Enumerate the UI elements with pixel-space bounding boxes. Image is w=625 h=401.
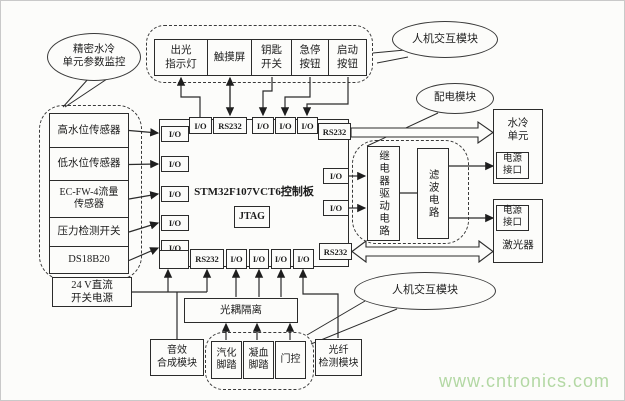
pedal-group: [205, 332, 314, 390]
monitor-callout-label: 精密水冷 单元参数监控: [62, 44, 126, 68]
filter-circuit-box: 滤波电路: [417, 148, 449, 239]
hmi-top-callout: 人机交互模块: [392, 21, 498, 58]
io-port-top-3: I/O: [275, 117, 296, 134]
start-button-box: 启动 按钮: [328, 39, 367, 76]
estop-button-box: 急停 按钮: [291, 39, 329, 76]
coag-pedal-box: 凝血 脚踏: [243, 341, 274, 379]
watermark-text: www.cntronics.com: [438, 371, 610, 391]
rs232-port-bottom: RS232: [190, 249, 224, 269]
pressure-switch-box: 压力检测开关: [49, 217, 129, 247]
io-port-bottom-3: I/O: [271, 249, 291, 269]
hmi-top-callout-label: 人机交互模块: [412, 32, 478, 45]
io-port-top-2: I/O: [252, 117, 274, 134]
spare-port-bottom: [159, 250, 189, 269]
psu-24v-box: 24 V直流 开关电源: [52, 277, 132, 307]
relay-driver-box: 继电器驱动电路: [367, 146, 400, 241]
audio-module-box: 音效 合成模块: [150, 339, 204, 376]
io-port-left-3: I/O: [161, 186, 189, 202]
power-dist-callout-label: 配电模块: [434, 92, 476, 104]
rs232-port-right-bottom: RS232: [319, 243, 352, 260]
io-port-bottom-2: I/O: [249, 249, 269, 269]
laser-label: 激光器: [502, 240, 534, 251]
vapor-pedal-box: 汽化 脚踏: [211, 341, 242, 379]
hmi-bottom-callout: 人机交互模块: [354, 272, 496, 310]
light-indicator-box: 出光 指示灯: [154, 39, 208, 76]
ds18b20-box: DS18B20: [49, 246, 129, 274]
io-port-bottom-1: I/O: [226, 249, 247, 269]
laser-box: [493, 199, 543, 263]
io-port-top-4: I/O: [297, 117, 318, 134]
io-port-top-1: I/O: [189, 117, 212, 134]
hmi-bottom-callout-label: 人机交互模块: [392, 284, 458, 297]
rs232-port-top: RS232: [213, 117, 247, 134]
hmi-top-group: [146, 25, 373, 83]
io-port-left-4: I/O: [161, 215, 189, 231]
control-board-label: STM32F107VCT6控制板: [194, 186, 314, 198]
laser-power-port-box: 电源 接口: [496, 205, 529, 231]
door-control-box: 门控: [275, 341, 306, 379]
io-port-left-2: I/O: [161, 156, 189, 172]
touchscreen-box: 触摸屏: [207, 39, 252, 76]
io-port-right-1: I/O: [323, 168, 349, 184]
jtag-box: JTAG: [234, 206, 270, 228]
fiber-detect-box: 光纤 检测模块: [315, 339, 362, 376]
monitor-callout: 精密水冷 单元参数监控: [47, 33, 141, 81]
high-water-sensor-box: 高水位传感器: [49, 113, 129, 148]
io-port-right-2: I/O: [323, 200, 349, 216]
cooling-power-port-box: 电源 接口: [496, 152, 529, 179]
rs232-port-right-top: RS232: [318, 123, 351, 140]
io-port-left-1: I/O: [161, 126, 189, 142]
opto-isolation-box: 光耦隔离: [184, 298, 298, 323]
low-water-sensor-box: 低水位传感器: [49, 147, 129, 181]
io-port-bottom-4: I/O: [293, 249, 314, 269]
power-dist-callout: 配电模块: [416, 83, 494, 114]
key-switch-box: 钥匙 开关: [251, 39, 292, 76]
flow-sensor-box: EC-FW-4流量 传感器: [49, 180, 129, 218]
